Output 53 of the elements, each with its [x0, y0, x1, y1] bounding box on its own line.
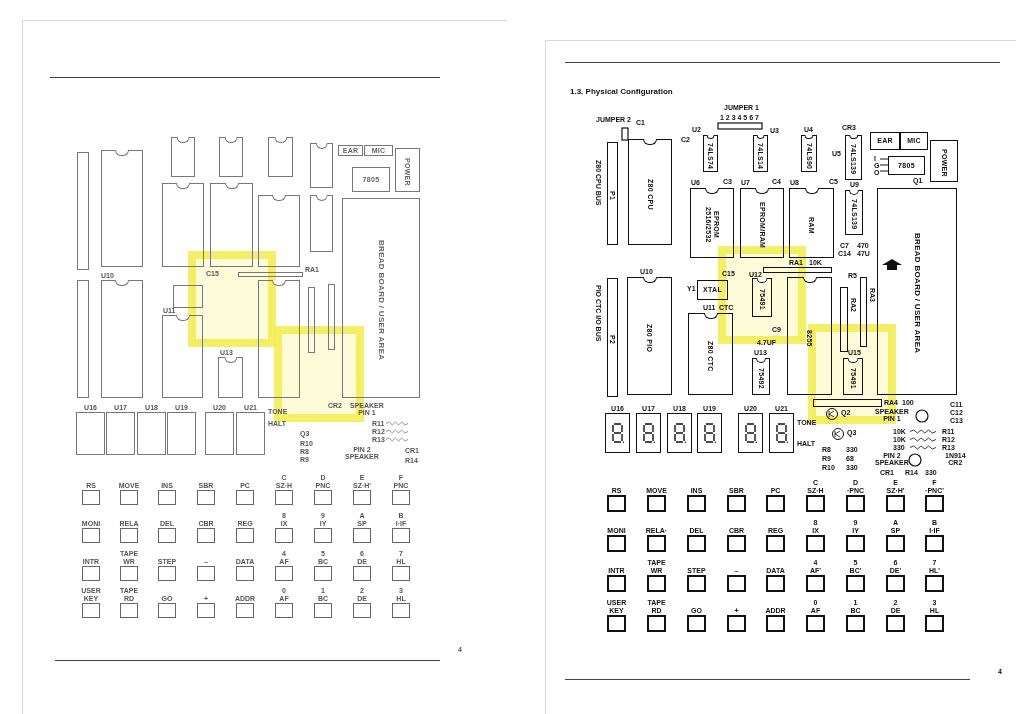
ic-chip — [171, 137, 195, 177]
ic-chip — [258, 195, 300, 267]
component-outline — [338, 145, 363, 156]
bus-connector — [607, 142, 618, 245]
ic-chip — [843, 358, 863, 395]
resistor-array — [328, 284, 335, 350]
ic-chip — [740, 188, 784, 258]
ic-chip — [690, 188, 734, 258]
ic-chip — [752, 278, 772, 317]
ic-chip — [268, 137, 293, 177]
component-outline — [395, 148, 420, 192]
bus-connector — [77, 280, 89, 398]
ic-chip — [210, 183, 253, 267]
ic-chip — [753, 135, 768, 172]
ic-chip — [752, 358, 770, 395]
resistor-array — [238, 272, 303, 277]
bus-connector — [607, 278, 618, 397]
ic-chip — [789, 188, 834, 258]
component-outline — [888, 156, 925, 175]
ic-chip — [703, 135, 718, 172]
component-outline — [900, 132, 928, 150]
chip-label: BREAD BOARD / USER AREA — [912, 233, 922, 354]
ic-chip — [162, 315, 203, 398]
ic-chip — [787, 277, 832, 395]
breadboard-area — [877, 188, 957, 395]
resistor-array — [763, 267, 832, 273]
ic-chip — [801, 135, 817, 172]
component-outline — [930, 140, 958, 182]
ic-chip — [101, 150, 143, 267]
ic-chip — [310, 143, 333, 188]
component-outline — [364, 145, 393, 156]
resistor-array — [860, 277, 867, 347]
resistor-array — [840, 287, 848, 352]
ic-chip — [628, 139, 672, 245]
ic-chip — [162, 183, 204, 267]
ic-chip — [845, 135, 862, 180]
breadboard-area — [342, 198, 420, 398]
bus-connector — [77, 152, 89, 270]
chip-label: BREAD BOARD / USER AREA — [376, 239, 386, 361]
ic-chip — [627, 277, 672, 395]
component-outline — [173, 285, 203, 308]
ic-chip — [218, 357, 243, 398]
ic-chip — [101, 280, 143, 398]
ic-chip — [845, 190, 863, 235]
component-outline — [352, 167, 390, 192]
ic-chip — [258, 280, 300, 398]
ic-chip — [310, 195, 333, 252]
ic-chip — [688, 313, 733, 395]
component-outline — [870, 132, 900, 150]
ic-chip — [219, 137, 243, 177]
resistor-array — [813, 399, 882, 407]
page-title: 1.3. Physical Configuration — [570, 87, 673, 96]
resistor-array — [308, 287, 315, 353]
